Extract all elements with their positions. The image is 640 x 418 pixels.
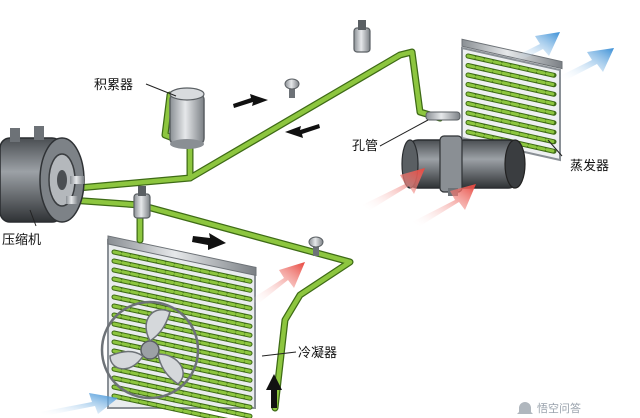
evaporator-label: 蒸发器 — [570, 158, 609, 174]
evaporator-coils — [465, 53, 557, 154]
flow-direction-arrow-icon — [192, 233, 226, 250]
accumulator — [169, 87, 205, 149]
compressor — [0, 126, 85, 223]
coil-tube-highlight — [112, 340, 252, 373]
coil-tube-highlight — [112, 250, 252, 283]
coil-tube-highlight — [112, 286, 252, 319]
label-leaders — [29, 83, 563, 357]
bell-icon — [517, 402, 533, 414]
evaporator — [461, 38, 563, 162]
coil-tube-highlight — [466, 121, 556, 144]
coil-tube-highlight — [112, 277, 252, 310]
service-port-low — [284, 78, 300, 98]
coil-tube-highlight — [466, 92, 556, 115]
pressure-switch-lower — [133, 186, 151, 219]
coil-tube-highlight — [112, 385, 252, 418]
condenser-coils — [111, 249, 253, 418]
coil-tube-highlight — [466, 64, 556, 87]
air-flow-arrow-icon — [362, 168, 425, 210]
fan-icon — [100, 300, 200, 400]
coil-tube-highlight — [466, 111, 556, 134]
orifice-tube — [425, 111, 461, 121]
coil-tube-highlight — [466, 83, 556, 106]
air-flow-arrow-icon — [560, 48, 614, 80]
coil-tube-highlight — [112, 322, 252, 355]
flow-direction-arrow-icon — [285, 124, 320, 138]
coil-tube-highlight — [466, 102, 556, 125]
coil-tube-highlight — [112, 376, 252, 409]
coil-tube-highlight — [112, 259, 252, 292]
hot-air-arrows — [250, 168, 476, 304]
air-flow-arrow-icon — [412, 184, 476, 226]
coil-tube-highlight — [112, 331, 252, 364]
coil-tube-highlight — [466, 54, 556, 77]
flow-direction-arrows — [192, 94, 320, 408]
coil-tube-highlight — [112, 394, 224, 418]
air-flow-arrow-icon — [512, 32, 560, 62]
condenser-label: 冷凝器 — [298, 345, 337, 361]
air-flow-arrow-icon — [250, 262, 305, 304]
orifice-tube-label: 孔管 — [352, 139, 378, 154]
coil-tube-highlight — [112, 313, 252, 346]
accumulator-label: 积累器 — [94, 78, 133, 93]
coil-tube-highlight — [112, 268, 252, 301]
watermark-text: 悟空问答 — [537, 401, 581, 415]
service-port-high — [308, 236, 324, 256]
flow-direction-arrow-icon — [266, 374, 282, 408]
pressure-switch-top — [353, 20, 371, 53]
watermark: 悟空问答 — [517, 401, 581, 415]
blower — [401, 135, 526, 196]
cold-air-arrows — [40, 32, 614, 416]
coil-tube-highlight — [112, 304, 252, 337]
compressor-label: 压缩机 — [2, 232, 41, 248]
flow-direction-arrow-icon — [233, 94, 268, 108]
coil-tube-highlight — [112, 295, 252, 328]
refrigerant-pipes — [66, 48, 444, 412]
coil-tube-highlight — [112, 367, 252, 400]
condenser — [100, 235, 257, 418]
air-flow-arrow-icon — [40, 393, 118, 416]
coil-tube-highlight — [466, 73, 556, 96]
